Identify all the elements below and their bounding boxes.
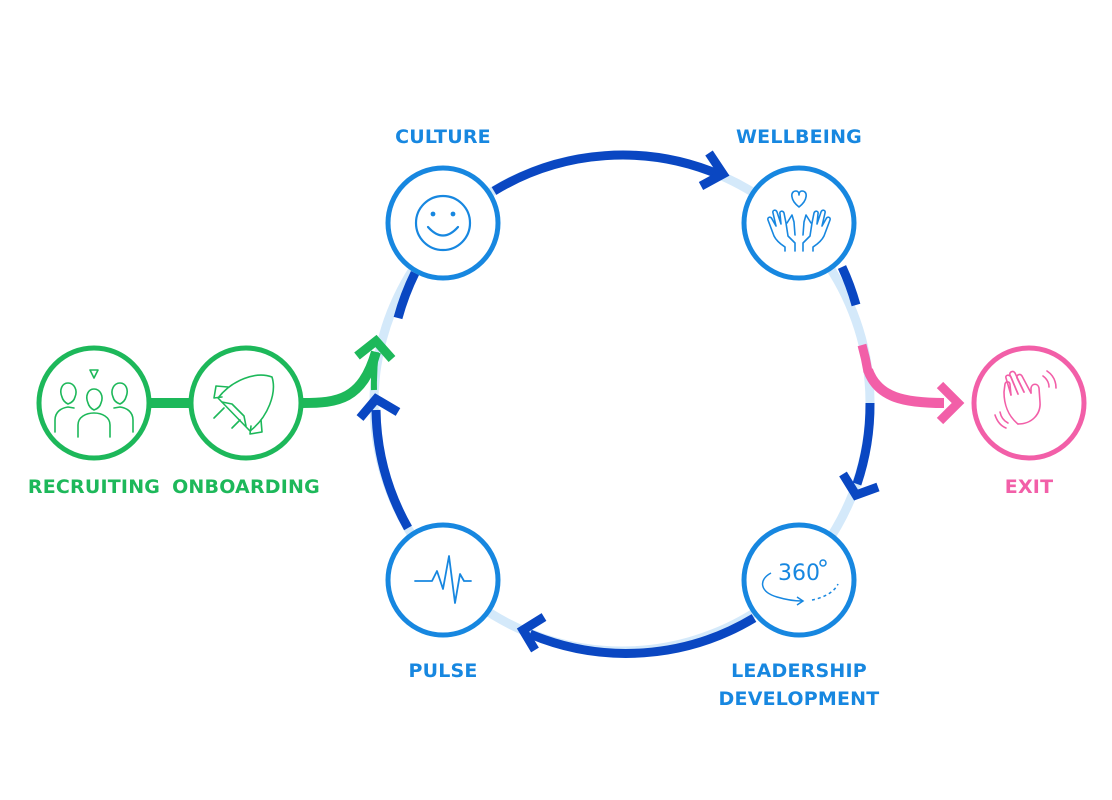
- green-arrow-head: [354, 334, 396, 362]
- cycle-green-segment: [370, 351, 379, 391]
- culture-label: CULTURE: [395, 126, 491, 148]
- 360-icon-text: 360: [778, 561, 820, 586]
- leadership-development-label: LEADERSHIP DEVELOPMENT: [699, 657, 899, 713]
- cycle-segment-culture-wellbeing: [491, 150, 722, 195]
- arrow-head-right: [839, 471, 880, 501]
- recruiting-node-circle: [36, 345, 152, 461]
- entry-path: [150, 334, 396, 408]
- onboarding-to-cycle-arrow: [301, 350, 381, 408]
- wellbeing-label: WELLBEING: [736, 126, 862, 148]
- hands-heart-icon: [767, 190, 831, 252]
- culture-node-circle: [385, 165, 501, 281]
- leadership-label-line1: LEADERSHIP: [731, 660, 867, 682]
- leadership-node: 360: [741, 522, 857, 638]
- arrow-head-top: [698, 150, 730, 190]
- wellbeing-node: [741, 165, 857, 281]
- rocket-icon: [213, 374, 275, 435]
- wellbeing-node-circle: [741, 165, 857, 281]
- cycle-segment-wellbeing-right: [837, 265, 861, 307]
- 360-icon: 360: [761, 559, 839, 606]
- pulse-node: [385, 522, 501, 638]
- team-icon: [54, 369, 134, 438]
- culture-node: [385, 165, 501, 281]
- exit-node: [971, 345, 1087, 461]
- cycle-pink-segment: [857, 343, 873, 373]
- arrow-head-bottom: [516, 613, 547, 653]
- cycle-ring: [356, 150, 880, 658]
- pulse-icon: [414, 555, 472, 604]
- recruiting-node: [36, 345, 152, 461]
- pulse-label: PULSE: [408, 660, 478, 682]
- onboarding-label: ONBOARDING: [172, 476, 320, 498]
- recruiting-label: RECRUITING: [27, 476, 161, 498]
- exit-node-circle: [971, 345, 1087, 461]
- cycle-segment-right-leadership: [852, 402, 875, 486]
- cycle-to-exit-arrow: [863, 368, 945, 408]
- pulse-node-circle: [385, 522, 501, 638]
- leadership-node-circle: [741, 522, 857, 638]
- waving-hand-icon: [994, 370, 1057, 429]
- onboarding-node-circle: [188, 345, 304, 461]
- cycle-segment-leadership-pulse: [528, 614, 757, 658]
- arrow-head-left: [356, 393, 401, 421]
- pink-arrow-head: [936, 381, 965, 425]
- leadership-label-line2: DEVELOPMENT: [718, 688, 880, 710]
- onboarding-node: [188, 345, 304, 461]
- cycle-segment-pulse-left: [371, 409, 412, 531]
- smiley-icon: [414, 194, 472, 252]
- exit-path: [857, 343, 965, 425]
- exit-label: EXIT: [1004, 476, 1054, 498]
